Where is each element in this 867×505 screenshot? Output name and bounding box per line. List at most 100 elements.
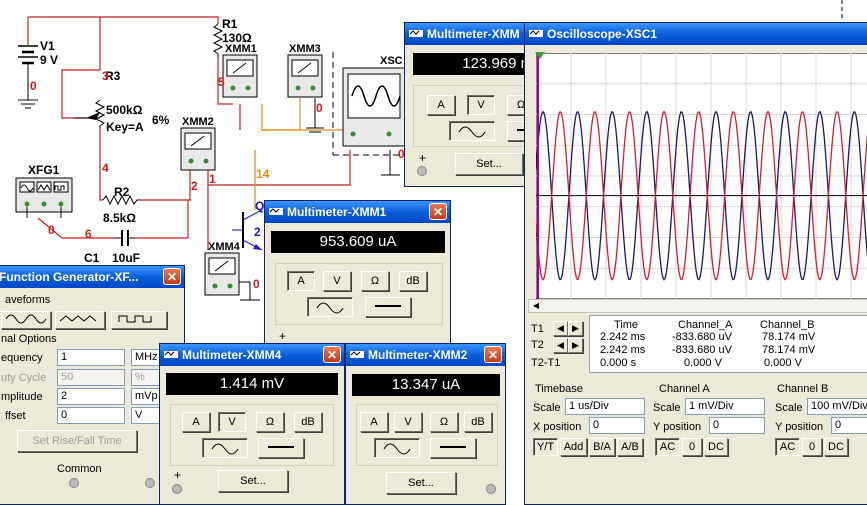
dc-mode-button[interactable]: [430, 438, 476, 458]
close-icon[interactable]: ✕: [484, 346, 502, 363]
t1-right-arrow-button[interactable]: ▶: [568, 321, 583, 336]
window-titlebar[interactable]: Multimeter-XMM2 ✕: [346, 344, 505, 366]
sine-wave-button[interactable]: [1, 311, 51, 329]
voltmeter-button[interactable]: V: [394, 412, 422, 432]
b-over-a-button[interactable]: B/A: [589, 438, 615, 456]
t2-channel-b-value: 78.174 mV: [762, 344, 816, 356]
t2-label: T2: [531, 339, 544, 351]
frequency-label: equency: [1, 352, 43, 364]
window-titlebar[interactable]: Multimeter-XMM4 ✕: [160, 344, 344, 366]
channel-b-dc-button[interactable]: DC: [824, 438, 848, 456]
triangle-wave-button[interactable]: [55, 311, 105, 329]
t2-t1-label: T2-T1: [531, 357, 561, 369]
multimeter-xmm1-window[interactable]: Multimeter-XMM1 ✕ 953.609 uA A V Ω dB +: [264, 200, 451, 345]
channel-b-group-label: Channel B: [777, 383, 829, 395]
channel-a-y-position-label: Y position: [653, 421, 702, 433]
square-wave-button[interactable]: [111, 311, 167, 329]
a-over-b-button[interactable]: A/B: [617, 438, 643, 456]
ac-wave-icon: [458, 126, 486, 138]
dc-mode-button[interactable]: [365, 297, 411, 317]
ohmmeter-button[interactable]: Ω: [361, 271, 389, 291]
window-title: Multimeter-XMM4: [182, 348, 282, 362]
channel-a-y-position-field[interactable]: 0: [709, 417, 765, 434]
function-generator-xfg1-icon: [15, 177, 73, 218]
yt-mode-button[interactable]: Y/T: [533, 438, 558, 456]
r2-value-label: 8.5kΩ: [103, 211, 136, 225]
node-label: 2: [191, 179, 198, 193]
ammeter-button[interactable]: A: [182, 412, 210, 432]
ohmmeter-button[interactable]: Ω: [430, 412, 458, 432]
r2-name-label: R2: [114, 185, 130, 199]
window-title: Multimeter-XMM: [427, 27, 520, 41]
t2-left-arrow-button[interactable]: ◀: [553, 338, 568, 353]
multimeter-xmm2-window[interactable]: Multimeter-XMM2 ✕ 13.347 uA A V Ω dB Set…: [345, 343, 506, 505]
voltmeter-button[interactable]: V: [323, 271, 351, 291]
close-icon[interactable]: ✕: [429, 203, 447, 220]
node-label: 0: [316, 101, 323, 115]
ac-wave-icon: [211, 443, 239, 455]
settings-button[interactable]: Set...: [218, 470, 288, 492]
meter-display: 1.414 mV: [166, 373, 338, 395]
plus-terminal-label: +: [419, 151, 427, 165]
window-titlebar[interactable]: Multimeter-XMM: [405, 23, 543, 45]
horizontal-scrollbar[interactable]: ◀: [528, 299, 867, 313]
ac-wave-icon: [316, 302, 344, 314]
add-mode-button[interactable]: Add: [560, 438, 587, 456]
ammeter-button[interactable]: A: [360, 412, 388, 432]
cursor-t1-marker[interactable]: [535, 52, 545, 59]
decibel-button[interactable]: dB: [399, 271, 427, 291]
ac-mode-button[interactable]: [307, 297, 353, 317]
dc-line-icon: [375, 305, 401, 307]
window-titlebar[interactable]: Multimeter-XMM1 ✕: [265, 201, 450, 223]
channel-a-zero-button[interactable]: 0: [682, 438, 702, 456]
ammeter-button[interactable]: A: [427, 95, 455, 115]
t2-time-value: 2.242 ms: [600, 344, 646, 356]
channel-b-scale-field[interactable]: 100 mV/Div: [807, 398, 867, 415]
t1-left-arrow-button[interactable]: ◀: [553, 321, 568, 336]
multimeter-xmm2-icon: [180, 127, 216, 171]
channel-a-ac-button[interactable]: AC: [655, 438, 680, 456]
channel-b-y-position-field[interactable]: 0: [831, 417, 867, 434]
scroll-left-arrow[interactable]: ◀: [532, 301, 540, 310]
window-titlebar[interactable]: Oscilloscope-XSC1: [525, 23, 867, 45]
plus-terminal-label: +: [174, 468, 182, 482]
window-titlebar[interactable]: Function Generator-XF... ✕: [0, 266, 184, 288]
t1-label: T1: [531, 323, 544, 335]
x-position-field[interactable]: 0: [589, 417, 645, 434]
channel-a-dc-button[interactable]: DC: [704, 438, 728, 456]
multimeter-xmm4-window[interactable]: Multimeter-XMM4 ✕ 1.414 mV A V Ω dB + Se…: [159, 343, 345, 505]
voltmeter-button[interactable]: V: [218, 412, 246, 432]
multimeter-xmm3-window[interactable]: Multimeter-XMM 123.969 n A V Ω + Set...: [404, 22, 544, 187]
capacitor-c1-symbol: [121, 230, 129, 246]
offset-field[interactable]: 0: [57, 407, 125, 424]
decibel-button[interactable]: dB: [294, 412, 322, 432]
decibel-button[interactable]: dB: [464, 412, 492, 432]
r3-name-label: R3: [105, 69, 121, 83]
amplitude-field[interactable]: 2: [57, 388, 125, 405]
oscilloscope-window[interactable]: Oscilloscope-XSC1 ◀ T1 T2 T2-T1 ◀ ▶ ◀ ▶ …: [524, 22, 867, 505]
channel-b-zero-button[interactable]: 0: [802, 438, 822, 456]
settings-button[interactable]: Set...: [455, 153, 523, 175]
dc-mode-button[interactable]: [258, 438, 304, 458]
channel-a-scale-field[interactable]: 1 mV/Div: [685, 398, 765, 415]
delta-channel-a-value: 0.000 V: [684, 357, 722, 369]
battery-v1-symbol: [18, 45, 38, 65]
node-label: 0: [398, 147, 405, 161]
app-icon: [164, 351, 178, 358]
close-icon[interactable]: ✕: [163, 268, 181, 285]
ac-mode-button[interactable]: [202, 438, 248, 458]
voltmeter-button[interactable]: V: [467, 95, 495, 115]
t2-right-arrow-button[interactable]: ▶: [568, 338, 583, 353]
window-title: Oscilloscope-XSC1: [547, 27, 658, 41]
function-generator-window[interactable]: Function Generator-XF... ✕ aveforms nal …: [0, 265, 185, 505]
close-icon[interactable]: ✕: [323, 346, 341, 363]
c1-name-label: C1: [84, 251, 100, 265]
ac-mode-button[interactable]: [374, 438, 420, 458]
ammeter-button[interactable]: A: [287, 271, 315, 291]
settings-button[interactable]: Set...: [386, 472, 456, 494]
frequency-field[interactable]: 1: [57, 349, 125, 366]
ohmmeter-button[interactable]: Ω: [256, 412, 284, 432]
channel-b-ac-button[interactable]: AC: [775, 438, 800, 456]
ac-mode-button[interactable]: [449, 121, 495, 141]
timebase-scale-field[interactable]: 1 us/Div: [565, 398, 645, 415]
